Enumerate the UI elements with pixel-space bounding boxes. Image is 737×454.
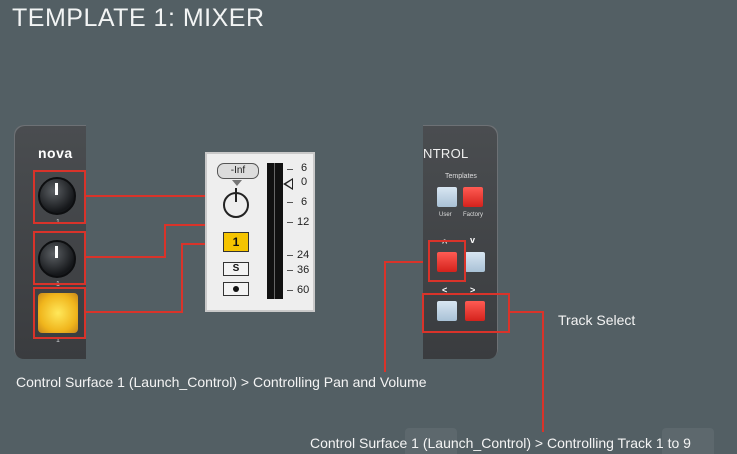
mixer-strip: -Inf 1 S 6 0 6 12 24 36 60	[205, 152, 315, 312]
meter-tick: 36	[297, 264, 310, 276]
meter-tick-mark	[287, 222, 293, 223]
brand-logo: nova	[38, 145, 73, 161]
volume-readout-highlight	[222, 231, 248, 259]
factory-template-button[interactable]	[463, 187, 483, 207]
volume-knob[interactable]	[38, 240, 76, 278]
arm-button[interactable]	[223, 282, 249, 296]
solo-button[interactable]: S	[223, 262, 249, 276]
user-label: User	[439, 212, 452, 218]
left-arrow-icon: <	[442, 285, 448, 295]
down-arrow-icon: v	[470, 235, 476, 245]
pan-volume-caption: Control Surface 1 (Launch_Control) > Con…	[16, 374, 427, 390]
user-template-button[interactable]	[437, 187, 457, 207]
track-right-button[interactable]	[465, 301, 485, 321]
meter-tick: 24	[297, 249, 310, 261]
track-pad[interactable]	[38, 293, 78, 333]
record-dot-icon	[233, 286, 239, 292]
meter-tick: 12	[297, 216, 310, 228]
track-up-button[interactable]	[437, 252, 457, 272]
meter-tick-mark	[287, 270, 293, 271]
left-controller: nova 1 1 1	[14, 125, 86, 359]
track-select-label: Track Select	[558, 312, 636, 328]
meter-tick: 6	[301, 162, 308, 174]
pad-highlight	[33, 287, 86, 339]
bottom-tab	[662, 428, 714, 454]
bottom-tab	[405, 428, 457, 454]
meter-tick: 60	[297, 284, 310, 296]
track-select-highlight	[422, 293, 510, 333]
pad-number: 1	[56, 337, 60, 344]
meter-tick-mark	[287, 255, 293, 256]
up-arrow-icon: ^	[442, 238, 448, 248]
templates-label: Templates	[445, 173, 477, 180]
track-activator-button[interactable]: 1	[223, 232, 249, 252]
track-caption: Control Surface 1 (Launch_Control) > Con…	[310, 435, 691, 451]
pan-knob[interactable]	[38, 177, 76, 215]
volume-readout: -Inf	[217, 163, 259, 179]
track-select-connector-line	[510, 311, 544, 432]
track-connector-line	[86, 243, 222, 313]
factory-label: Factory	[463, 212, 484, 218]
right-controller: NTROL Templates User Factory ^ v < >	[423, 125, 498, 359]
meter-tick-mark	[287, 202, 293, 203]
track-left-button[interactable]	[437, 301, 457, 321]
volume-fader-icon[interactable]	[283, 178, 293, 190]
pan-dial[interactable]	[223, 188, 249, 218]
track-up-highlight	[428, 240, 466, 282]
meter-tick: 6	[301, 196, 308, 208]
meter-tick: 0	[301, 176, 308, 188]
page-title: TEMPLATE 1: MIXER	[12, 4, 265, 32]
right-arrow-icon: >	[470, 285, 476, 295]
meter-tick-mark	[287, 290, 293, 291]
pan-knob-highlight	[33, 170, 86, 224]
volume-knob-highlight	[33, 231, 86, 285]
device-label: NTROL	[423, 146, 469, 161]
level-meter	[267, 163, 283, 299]
meter-tick-mark	[287, 169, 293, 170]
track-down-button[interactable]	[465, 252, 485, 272]
pan-indicator-icon	[232, 180, 242, 186]
